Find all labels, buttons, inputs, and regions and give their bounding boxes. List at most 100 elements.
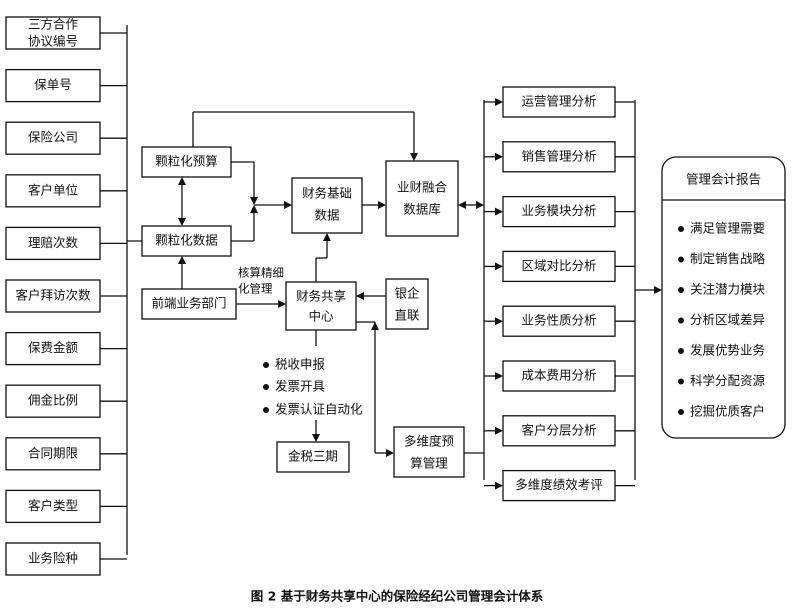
arrowhead <box>654 286 662 294</box>
analysis-label: 区域对比分析 <box>521 258 596 273</box>
data-field-label: 理赔次数 <box>28 235 79 250</box>
golden-tax-label: 金税三期 <box>288 449 338 464</box>
data-field-box <box>5 489 101 524</box>
data-field-box <box>5 437 101 471</box>
data-field-box <box>5 121 101 155</box>
data-field-label: 三方合作 <box>28 17 79 32</box>
fusion-db-box <box>385 160 459 237</box>
analysis-box <box>502 305 616 337</box>
arrowhead <box>495 426 503 435</box>
data-field-label: 协议编号 <box>28 34 78 49</box>
finance-base-line1: 财务基础 <box>302 186 352 201</box>
data-field-label: 业务险种 <box>28 551 78 566</box>
arrowhead <box>312 434 320 442</box>
data-field-label: 保单号 <box>34 77 72 92</box>
arrowhead <box>458 201 466 209</box>
bullet-icon <box>263 362 269 368</box>
report-item: 科学分配资源 <box>690 373 766 388</box>
bullet-icon <box>678 256 684 263</box>
granular-data-box <box>141 225 232 257</box>
frontend-dept-label: 前端业务部门 <box>151 296 226 311</box>
bullet-icon <box>678 348 684 354</box>
arrowhead <box>495 207 503 216</box>
arrowhead <box>178 218 186 226</box>
granular-budget-label: 颗粒化预算 <box>155 154 218 169</box>
tax-item-1: 税收申报 <box>275 357 326 372</box>
data-field-box <box>5 542 101 576</box>
analysis-label: 多维度绩效考评 <box>515 477 603 492</box>
data-field-label: 保险公司 <box>28 130 78 145</box>
accounting-note-line2: 化管理 <box>238 282 273 296</box>
finance-base-line2: 数据 <box>314 208 339 223</box>
granular-data-label: 颗粒化数据 <box>155 233 218 248</box>
arrowhead <box>495 152 503 161</box>
data-field-box <box>5 331 101 366</box>
arrowhead <box>495 372 503 380</box>
arrowhead <box>495 317 503 326</box>
arrowhead <box>356 292 364 300</box>
data-field-box <box>5 16 101 50</box>
tax-item-2: 发票开具 <box>275 379 326 394</box>
data-field-box <box>5 68 101 103</box>
multi-budget-line1: 多维度预 <box>404 434 454 449</box>
arrowhead <box>378 201 386 209</box>
report-item: 满足管理需要 <box>690 221 765 236</box>
arrowhead <box>371 322 379 330</box>
multi-budget-box <box>393 426 465 478</box>
tax-item-3: 发票认证自动化 <box>275 402 363 417</box>
frontend-dept-box <box>141 288 237 320</box>
arrowhead <box>278 300 286 308</box>
analysis-label: 运营管理分析 <box>521 94 596 109</box>
report-item: 分析区域差异 <box>690 312 765 327</box>
shared-center-line1: 财务共享 <box>296 289 346 304</box>
report-item-list: 满足管理需要制定销售战略关注潜力模块分析区域差异发展优势业务科学分配资源挖掘优质… <box>678 221 766 419</box>
analysis-box <box>502 250 616 283</box>
analysis-label: 业务性质分析 <box>521 313 596 328</box>
granular-budget-box <box>141 146 232 178</box>
golden-tax-box <box>276 441 350 473</box>
bullet-icon <box>678 378 684 385</box>
arrowhead <box>250 197 258 205</box>
data-field-label: 保费金额 <box>28 340 79 355</box>
arrowhead <box>323 233 331 241</box>
data-field-label: 佣金比例 <box>28 393 78 408</box>
analysis-column: 运营管理分析销售管理分析业务模块分析区域对比分析业务性质分析成本费用分析客户分层… <box>484 86 635 502</box>
report-box <box>661 156 786 439</box>
bank-link-line1: 银企 <box>394 286 420 301</box>
figure-caption: 图 2 基于财务共享中心的保险经纪公司管理会计体系 <box>251 589 544 604</box>
bullet-icon <box>678 317 684 324</box>
data-field-label: 客户类型 <box>28 498 78 513</box>
analysis-box <box>502 141 616 173</box>
bullet-icon <box>263 384 269 390</box>
bullet-icon <box>678 226 684 232</box>
report-title: 管理会计报告 <box>686 172 761 187</box>
data-field-label: 客户单位 <box>28 182 78 197</box>
fusion-db-line1: 业财融合 <box>397 180 448 195</box>
analysis-box <box>502 415 616 447</box>
report-item: 制定销售战略 <box>690 251 766 266</box>
data-field-label: 合同期限 <box>28 445 79 460</box>
arrowhead <box>495 262 503 271</box>
multi-budget-line2: 算管理 <box>410 456 448 471</box>
finance-base-box <box>291 177 363 234</box>
analysis-label: 销售管理分析 <box>521 148 596 163</box>
bullet-icon <box>678 287 684 293</box>
fusion-db-line2: 数据库 <box>403 202 441 217</box>
analysis-label: 成本费用分析 <box>521 368 596 383</box>
bullet-icon <box>678 409 684 415</box>
arrowhead <box>178 256 186 264</box>
arrowhead <box>476 201 484 209</box>
data-field-column: 三方合作协议编号保单号保险公司客户单位理赔次数客户拜访次数保费金额佣金比例合同期… <box>5 16 127 576</box>
accounting-note-line1: 核算精细 <box>238 266 284 280</box>
report-item: 挖掘优质客户 <box>690 404 765 419</box>
data-field-label: 客户拜访次数 <box>15 288 91 303</box>
analysis-label: 客户分层分析 <box>521 422 596 437</box>
arrowhead <box>250 205 258 213</box>
arrowhead <box>495 98 503 106</box>
analysis-label: 业务模块分析 <box>521 203 596 218</box>
bullet-icon <box>263 407 269 413</box>
shared-center-box <box>285 281 357 331</box>
analysis-box <box>502 86 616 118</box>
report-item: 关注潜力模块 <box>690 282 766 297</box>
